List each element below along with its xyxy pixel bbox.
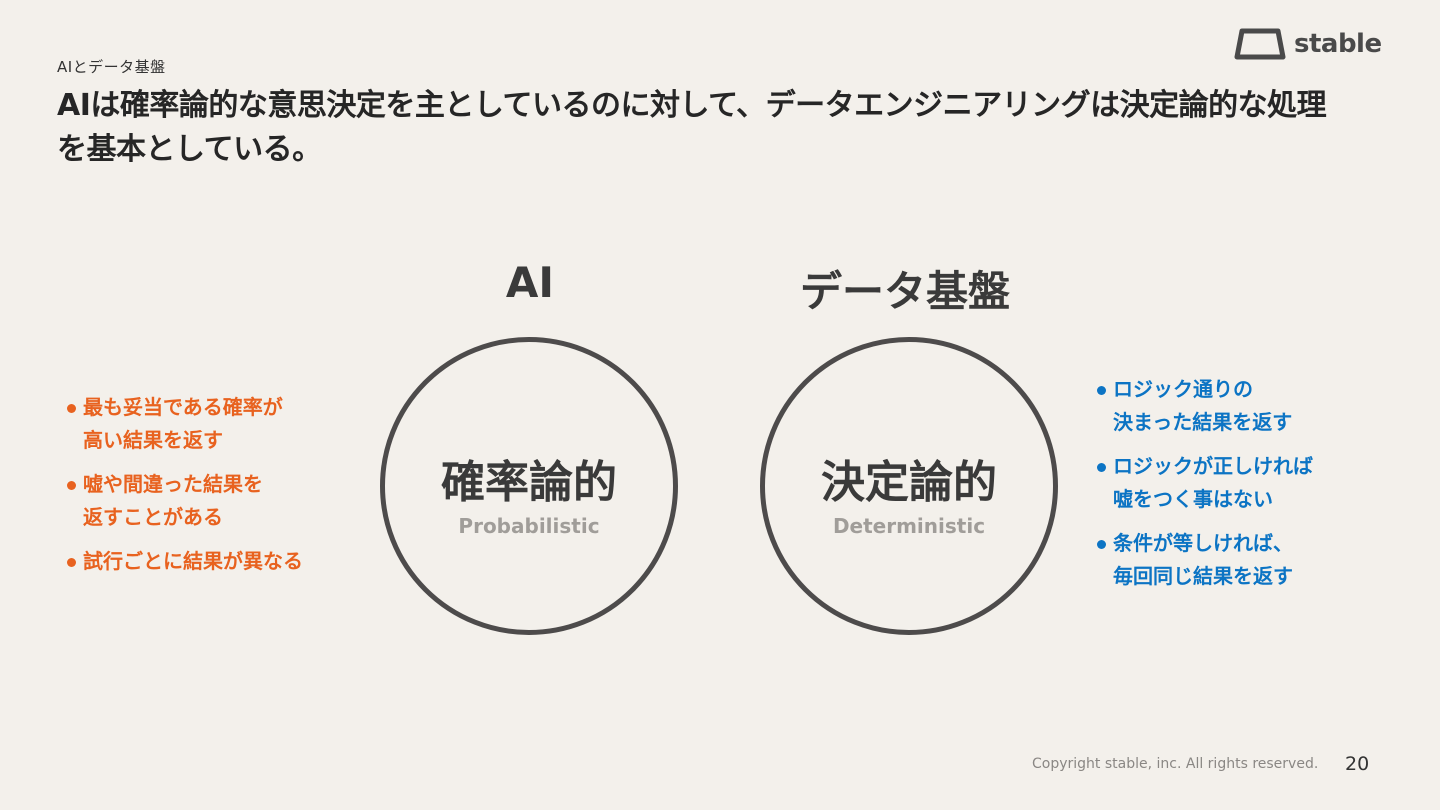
- list-item: 最も妥当である確率が 高い結果を返す: [67, 391, 303, 457]
- slide-headline: AIは確率論的な意思決定を主としているのに対して、データエンジニアリングは決定論…: [57, 88, 1327, 167]
- circle-deterministic: 決定論的 Deterministic: [760, 337, 1058, 635]
- bullet-line: 条件が等しければ、: [1113, 531, 1293, 555]
- bullet-line: 毎回同じ結果を返す: [1113, 564, 1293, 588]
- bullet-line: 返すことがある: [83, 505, 223, 529]
- bullet-line: 最も妥当である確率が: [83, 395, 283, 419]
- circle-sub-label: Deterministic: [832, 514, 986, 538]
- breadcrumb: AIとデータ基盤: [57, 58, 166, 76]
- copyright-text: Copyright stable, inc. All rights reserv…: [1032, 756, 1319, 772]
- list-item: 条件が等しければ、 毎回同じ結果を返す: [1097, 527, 1313, 593]
- list-item: ロジックが正しければ 嘘をつく事はない: [1097, 450, 1313, 516]
- bullet-line: 嘘をつく事はない: [1113, 487, 1273, 511]
- circle-main-label: 確率論的: [441, 457, 617, 508]
- data-platform-bullet-list: ロジック通りの 決まった結果を返す ロジックが正しければ 嘘をつく事はない 条件…: [1097, 373, 1313, 604]
- column-title-data-platform: データ基盤: [799, 267, 1010, 316]
- circle-probabilistic: 確率論的 Probabilistic: [380, 337, 678, 635]
- bullet-line: 試行ごとに結果が異なる: [83, 549, 303, 573]
- bullet-line: 決まった結果を返す: [1113, 410, 1293, 434]
- trapezoid-logo-icon: [1234, 28, 1286, 60]
- list-item: 嘘や間違った結果を 返すことがある: [67, 468, 303, 534]
- circle-sub-label: Probabilistic: [458, 514, 600, 538]
- bullet-line: 嘘や間違った結果を: [83, 472, 263, 496]
- bullet-line: ロジックが正しければ: [1113, 454, 1313, 478]
- list-item: 試行ごとに結果が異なる: [67, 545, 303, 578]
- column-title-ai: AI: [505, 258, 555, 307]
- bullet-line: 高い結果を返す: [83, 428, 223, 452]
- circle-main-label: 決定論的: [821, 457, 997, 508]
- page-number: 20: [1345, 753, 1370, 775]
- logo-text: stable: [1294, 29, 1382, 59]
- bullet-line: ロジック通りの: [1113, 377, 1253, 401]
- list-item: ロジック通りの 決まった結果を返す: [1097, 373, 1313, 439]
- ai-bullet-list: 最も妥当である確率が 高い結果を返す 嘘や間違った結果を 返すことがある 試行ご…: [67, 391, 303, 589]
- logo: stable: [1234, 26, 1382, 62]
